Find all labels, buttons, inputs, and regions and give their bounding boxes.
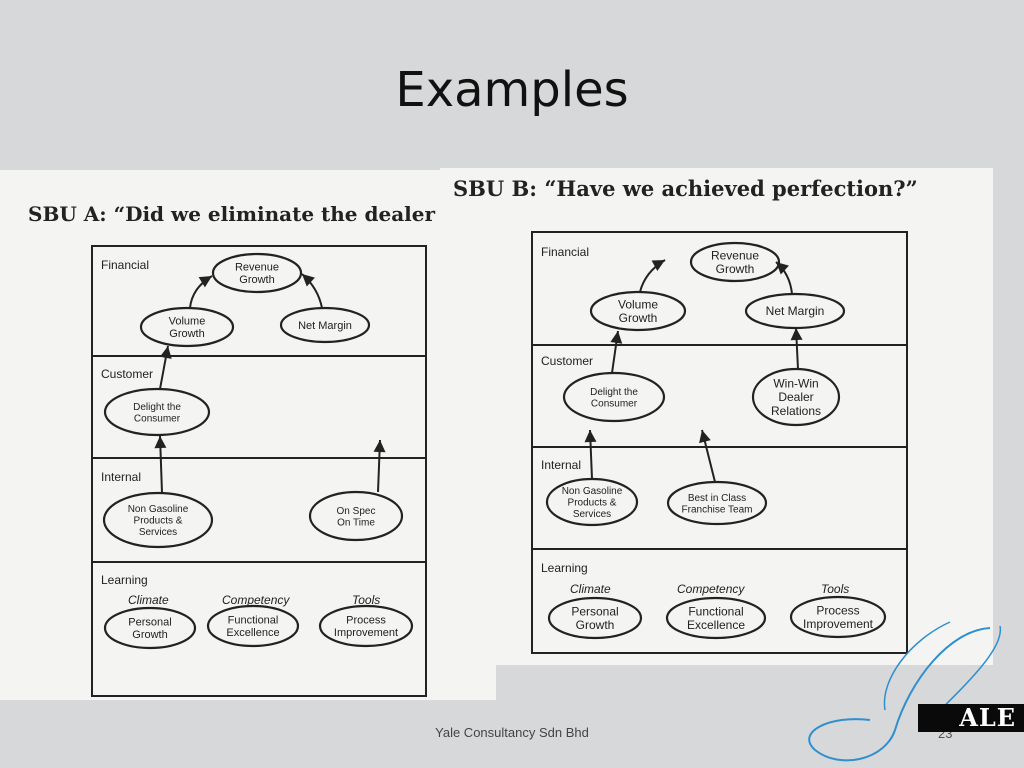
sbu-b-non-gasoline-label: Services (573, 509, 611, 520)
sbu-a-label-tools: Tools (352, 593, 380, 607)
sbu-b-row-internal: Internal (541, 458, 581, 472)
yale-logo-icon (808, 621, 1001, 762)
sbu-b-arrow-margin-revenue-head (776, 262, 789, 275)
sbu-a-row-customer: Customer (101, 367, 153, 381)
sbu-a-figure: SBU A: “Did we eliminate the dealer Fina… (0, 170, 496, 700)
sbu-b-frame (531, 231, 908, 654)
sbu-b-arrow-delight-volume-head (610, 331, 623, 344)
sbu-a-arrow-margin-revenue-head (302, 274, 315, 287)
sbu-a-net-margin-ellipse (279, 306, 371, 344)
sbu-b-revenue-growth-label: Growth (716, 262, 755, 276)
sbu-b-functional-excellence-label: Excellence (687, 618, 745, 632)
sbu-a-arrow-gasoline-delight-head (154, 436, 167, 449)
sbu-a-delight-consumer-ellipse (103, 387, 211, 437)
sbu-b-volume-growth-label: Growth (619, 311, 658, 325)
sbu-a-net-margin-label: Net Margin (298, 320, 352, 332)
sbu-a-arrow-volume-revenue-head (198, 276, 212, 288)
sbu-b-personal-growth-ellipse (547, 596, 643, 640)
sbu-b-personal-growth-label: Personal (571, 604, 618, 618)
sbu-b-win-win-label: Relations (771, 404, 821, 418)
sbu-a-on-spec-ellipse (308, 490, 404, 542)
sbu-a-functional-excellence-label: Functional (228, 615, 279, 627)
sbu-a-volume-growth-ellipse (139, 306, 235, 348)
sbu-a-label-climate: Climate (128, 593, 169, 607)
slide-title: Examples (395, 62, 629, 118)
sbu-b-non-gasoline-label: Non Gasoline (562, 486, 623, 497)
sbu-a-arrow-delight-volume-head (159, 346, 172, 359)
sbu-a-delight-consumer-label: Consumer (134, 413, 181, 424)
sbu-a-process-improvement-label: Improvement (334, 627, 398, 639)
sbu-b-label-climate: Climate (570, 582, 611, 596)
sbu-a-personal-growth-ellipse (103, 606, 197, 650)
sbu-b-functional-excellence-ellipse (665, 596, 767, 640)
sbu-a-functional-excellence-ellipse (206, 604, 300, 648)
sbu-b-revenue-growth-ellipse (689, 241, 781, 283)
sbu-b-process-improvement-label: Process (816, 603, 859, 617)
sbu-a-volume-growth-label: Growth (169, 328, 204, 340)
sbu-b-process-improvement-ellipse (789, 595, 887, 639)
sbu-b-delight-consumer-label: Consumer (591, 398, 638, 409)
sbu-a-process-improvement-ellipse (318, 604, 414, 648)
sbu-a-row-financial: Financial (101, 258, 149, 272)
sbu-a-revenue-growth-ellipse (211, 252, 303, 294)
sbu-b-label-competency: Competency (677, 582, 745, 596)
sbu-a-non-gasoline-ellipse (102, 491, 214, 549)
sbu-a-volume-growth-label: Volume (169, 316, 206, 328)
sbu-a-delight-consumer-label: Delight the (133, 402, 181, 413)
sbu-b-row-financial: Financial (541, 245, 589, 259)
sbu-a-on-spec-label: On Time (337, 517, 375, 528)
sbu-b-heading: SBU B: “Have we achieved perfection?” (453, 176, 918, 201)
sbu-b-win-win-label: Dealer (778, 390, 813, 404)
sbu-a-frame (91, 245, 427, 697)
sbu-a-revenue-growth-label: Growth (239, 274, 274, 286)
sbu-a-non-gasoline-label: Non Gasoline (128, 504, 189, 515)
sbu-b-label-tools: Tools (821, 582, 849, 596)
logo-wordmark: ALE (918, 704, 1024, 732)
sbu-a-on-spec-label: On Spec (337, 506, 376, 517)
sbu-a-revenue-growth-label: Revenue (235, 262, 279, 274)
sbu-a-personal-growth-label: Personal (128, 617, 171, 629)
sbu-a-process-improvement-label: Process (346, 615, 386, 627)
sbu-b-process-improvement-label: Improvement (803, 617, 874, 631)
sbu-b-win-win-label: Win-Win (773, 376, 818, 390)
sbu-a-label-competency: Competency (222, 593, 290, 607)
sbu-a-non-gasoline-label: Products & (134, 516, 183, 527)
sbu-b-volume-growth-label: Volume (618, 297, 658, 311)
sbu-a-row-learning: Learning (101, 573, 148, 587)
sbu-a-heading: SBU A: “Did we eliminate the dealer (28, 202, 436, 226)
sbu-b-personal-growth-label: Growth (576, 618, 615, 632)
sbu-b-best-in-class-ellipse (666, 480, 768, 526)
sbu-b-best-in-class-label: Franchise Team (682, 504, 753, 515)
sbu-a-row-internal: Internal (101, 470, 141, 484)
sbu-b-figure: SBU B: “Have we achieved perfection?” Fi… (440, 168, 993, 665)
sbu-b-arrow-gasoline-delight-head (584, 430, 597, 443)
sbu-b-arrow-volume-revenue-head (651, 260, 665, 272)
sbu-b-net-margin-ellipse (744, 292, 846, 330)
sbu-a-functional-excellence-label: Excellence (226, 627, 279, 639)
sbu-a-personal-growth-label: Growth (132, 629, 167, 641)
sbu-b-win-win-ellipse (751, 367, 841, 427)
sbu-b-best-in-class-label: Best in Class (688, 493, 746, 504)
sbu-b-arrow-winwin-margin-head (790, 328, 803, 341)
sbu-a-non-gasoline-label: Services (139, 527, 177, 538)
sbu-b-row-customer: Customer (541, 354, 593, 368)
sbu-b-functional-excellence-label: Functional (688, 604, 743, 618)
sbu-b-row-learning: Learning (541, 561, 588, 575)
sbu-b-volume-growth-ellipse (589, 290, 687, 332)
sbu-b-non-gasoline-label: Products & (568, 498, 617, 509)
sbu-b-delight-consumer-label: Delight the (590, 387, 638, 398)
sbu-b-arrow-bestclass-up-head (699, 430, 711, 444)
sbu-b-revenue-growth-label: Revenue (711, 248, 759, 262)
sbu-a-arrow-onspec-up-head (373, 440, 386, 453)
sbu-b-net-margin-label: Net Margin (766, 304, 825, 318)
footer-company: Yale Consultancy Sdn Bhd (435, 725, 589, 740)
sbu-b-delight-consumer-ellipse (562, 371, 666, 423)
